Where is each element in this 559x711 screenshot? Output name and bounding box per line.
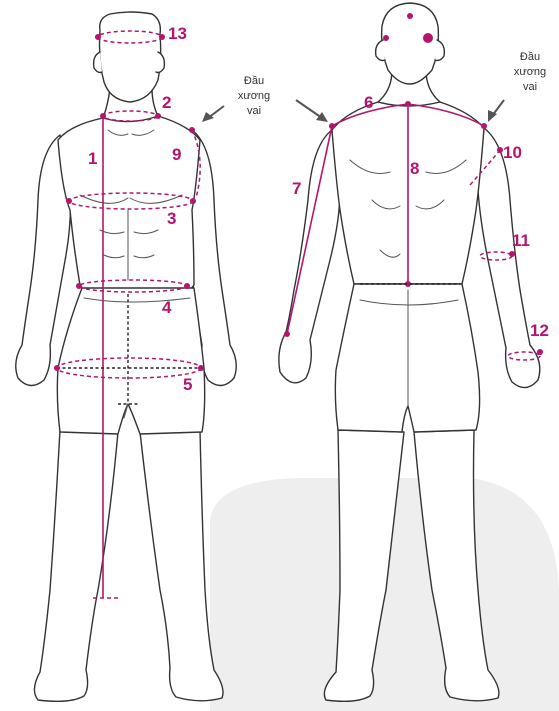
label-8: 8 bbox=[410, 159, 419, 178]
label-9: 9 bbox=[172, 145, 181, 164]
dot-3a bbox=[66, 198, 72, 204]
note-left: Đầu xương vai bbox=[202, 75, 328, 122]
head-dot-left bbox=[383, 35, 389, 41]
label-6: 6 bbox=[364, 93, 373, 112]
dot-5a bbox=[54, 365, 60, 371]
dot-4a bbox=[76, 283, 82, 289]
dot-4b bbox=[184, 283, 190, 289]
back-right-arm bbox=[478, 128, 540, 388]
dot-13b bbox=[159, 34, 165, 40]
note-left-line1: Đầu bbox=[244, 75, 264, 87]
label-1: 1 bbox=[88, 149, 97, 168]
note-left-line3: vai bbox=[247, 105, 261, 117]
note-right-line2: xương bbox=[514, 66, 546, 78]
note-left-line2: xương bbox=[238, 90, 270, 102]
note-right: Đầu xương vai bbox=[488, 51, 546, 122]
note-left-arrowhead bbox=[316, 112, 328, 122]
label-10: 10 bbox=[503, 143, 522, 162]
label-7: 7 bbox=[292, 179, 301, 198]
dot-6c bbox=[481, 123, 487, 129]
label-3: 3 bbox=[167, 209, 176, 228]
dot-2b bbox=[155, 113, 161, 119]
label-5: 5 bbox=[183, 375, 192, 394]
label-13: 13 bbox=[168, 24, 187, 43]
label-12: 12 bbox=[530, 321, 549, 340]
label-2: 2 bbox=[162, 93, 171, 112]
note-right-line1: Đầu bbox=[520, 51, 540, 63]
dot-12 bbox=[537, 349, 543, 355]
dot-7 bbox=[284, 331, 290, 337]
front-figure bbox=[16, 12, 237, 701]
dot-9 bbox=[189, 127, 195, 133]
front-head bbox=[100, 12, 161, 102]
note-right-line3: vai bbox=[523, 81, 537, 93]
head-dot-large bbox=[423, 33, 433, 43]
label-11: 11 bbox=[512, 231, 530, 250]
front-left-leg bbox=[34, 430, 118, 701]
dot-13 bbox=[95, 34, 101, 40]
front-torso bbox=[58, 116, 200, 290]
head-dot-small bbox=[407, 13, 413, 19]
back-left-arm bbox=[279, 130, 340, 383]
dot-11 bbox=[509, 251, 515, 257]
dot-5b bbox=[198, 365, 204, 371]
note-left-arrow bbox=[296, 100, 322, 118]
note-left-arrowhead-front bbox=[202, 112, 214, 122]
back-shorts bbox=[335, 284, 479, 432]
dot-3b bbox=[190, 198, 196, 204]
label-4: 4 bbox=[162, 298, 172, 317]
